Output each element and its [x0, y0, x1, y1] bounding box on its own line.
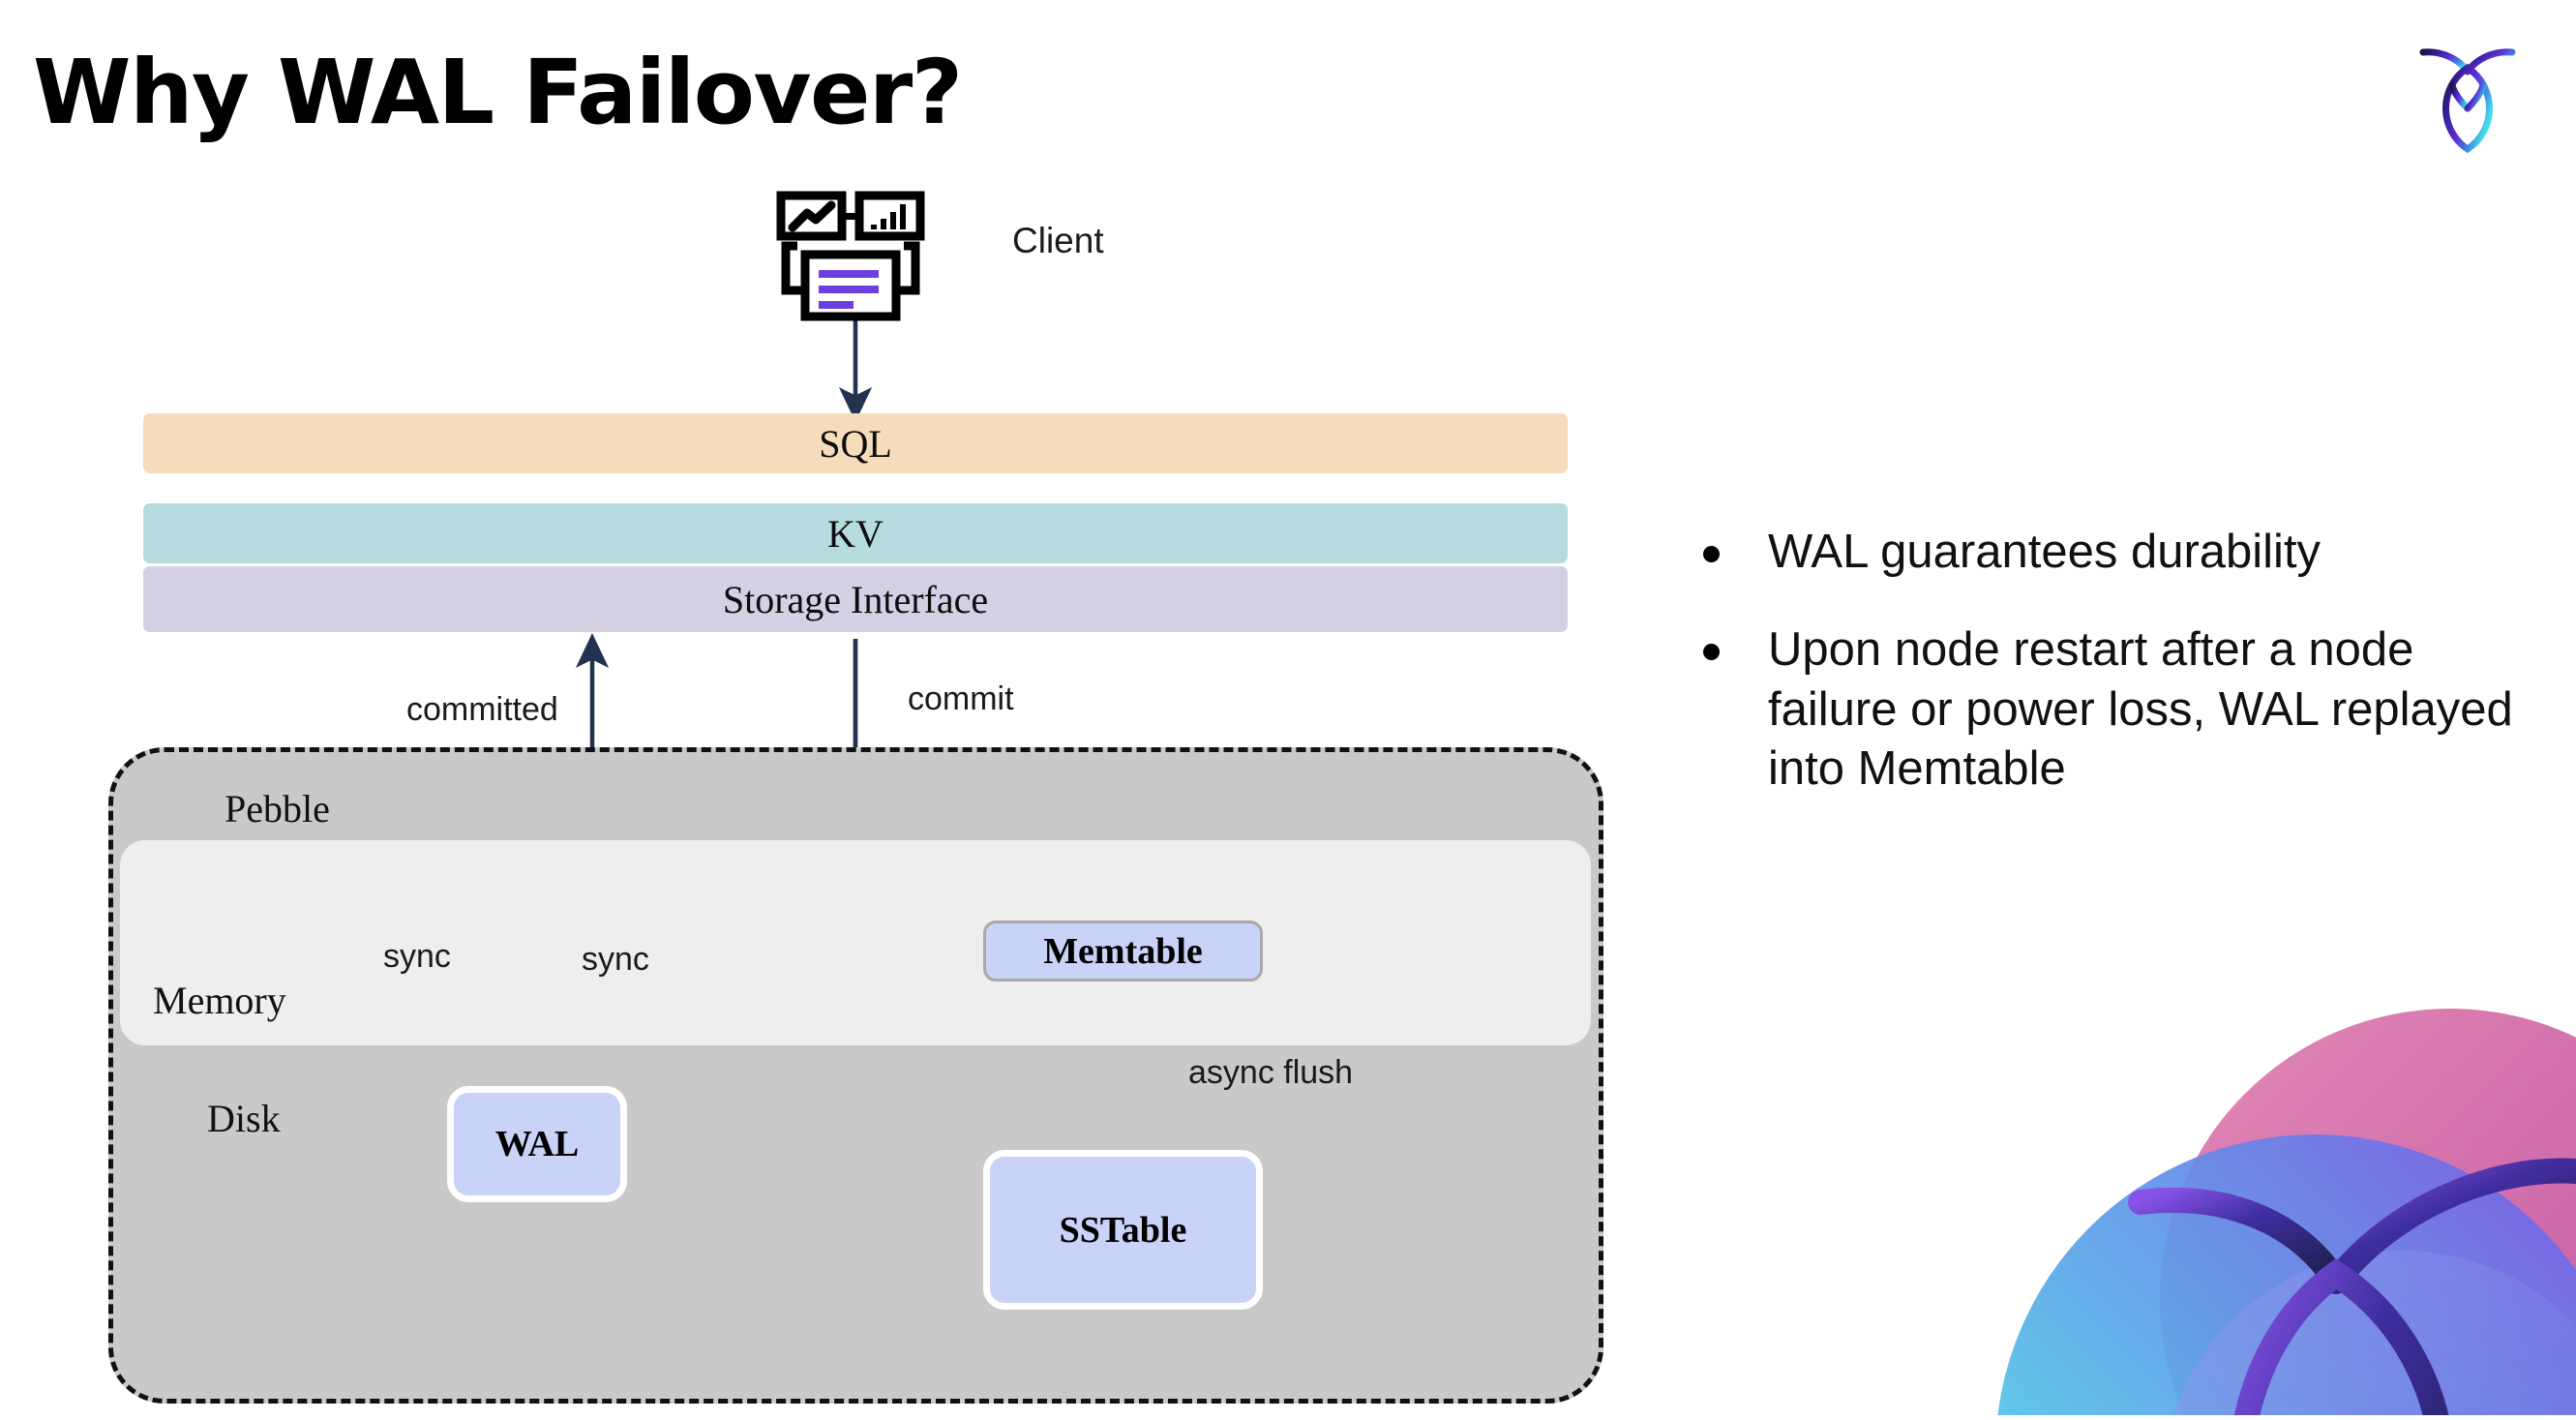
pebble-label: Pebble [225, 787, 330, 831]
layer-label-storage-interface: Storage Interface [722, 577, 989, 621]
layer-label-sql: SQL [819, 421, 892, 466]
bullet-list: WAL guarantees durability Upon node rest… [1703, 523, 2526, 837]
edge-label-sync-right: sync [582, 941, 649, 978]
edge-label-sync-left: sync [383, 938, 451, 975]
node-wal: WAL [447, 1086, 627, 1202]
node-label-sstable: SSTable [1059, 1209, 1187, 1251]
node-memtable: Memtable [983, 921, 1263, 982]
client-dashboard-icon [774, 190, 929, 325]
edge-label-async-flush: async flush [1188, 1054, 1354, 1091]
edge-label-committed: committed [406, 691, 558, 728]
layer-bar-kv: KV [143, 503, 1568, 563]
bullet-text: WAL guarantees durability [1768, 526, 2321, 578]
wal-architecture-diagram: Client SQL KV Storage Interface Pebble M… [108, 190, 1603, 1404]
client-label: Client [1012, 221, 1104, 260]
list-item: WAL guarantees durability [1703, 523, 2526, 582]
bullet-text: Upon node restart after a node failure o… [1768, 623, 2513, 795]
node-sstable: SSTable [983, 1150, 1263, 1310]
layer-bar-storage-interface: Storage Interface [143, 566, 1568, 632]
cockroachdb-logo-icon [2410, 33, 2526, 154]
node-label-memtable: Memtable [1043, 930, 1203, 972]
disk-label: Disk [207, 1097, 281, 1140]
page-title: Why WAL Failover? [33, 41, 963, 144]
bullet-dot-icon [1703, 644, 1720, 661]
memory-band [120, 840, 1591, 1045]
memory-label: Memory [153, 979, 286, 1022]
node-label-wal: WAL [494, 1124, 580, 1164]
bullet-dot-icon [1703, 546, 1720, 562]
decorative-circles [1899, 912, 2576, 1415]
layer-label-kv: KV [827, 511, 884, 556]
layer-bar-sql: SQL [143, 413, 1568, 473]
list-item: Upon node restart after a node failure o… [1703, 620, 2526, 799]
edge-label-commit: commit [908, 680, 1014, 717]
